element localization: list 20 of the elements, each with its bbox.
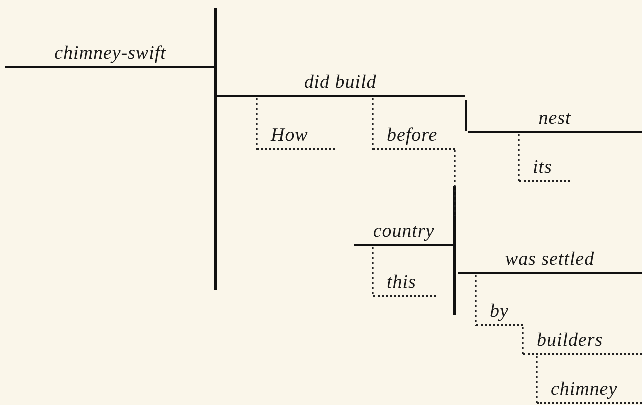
modifier-line — [518, 134, 520, 182]
word: chimney-swift — [54, 44, 166, 63]
word: by — [490, 302, 509, 321]
modifier-line — [372, 247, 374, 297]
word: this — [387, 273, 416, 292]
modifier-line — [454, 150, 456, 216]
word: country — [373, 222, 435, 241]
modifier-line — [536, 356, 538, 404]
word: did build — [304, 73, 377, 92]
word: builders — [537, 331, 604, 350]
word: was settled — [505, 250, 595, 269]
word: nest — [538, 109, 572, 128]
word: its — [533, 158, 552, 177]
modifier-line — [372, 98, 374, 150]
modifier-line — [522, 327, 524, 355]
word: before — [387, 126, 438, 145]
word: chimney — [551, 380, 618, 399]
word: How — [271, 126, 308, 145]
modifier-line — [475, 275, 477, 326]
modifier-line — [256, 98, 258, 150]
